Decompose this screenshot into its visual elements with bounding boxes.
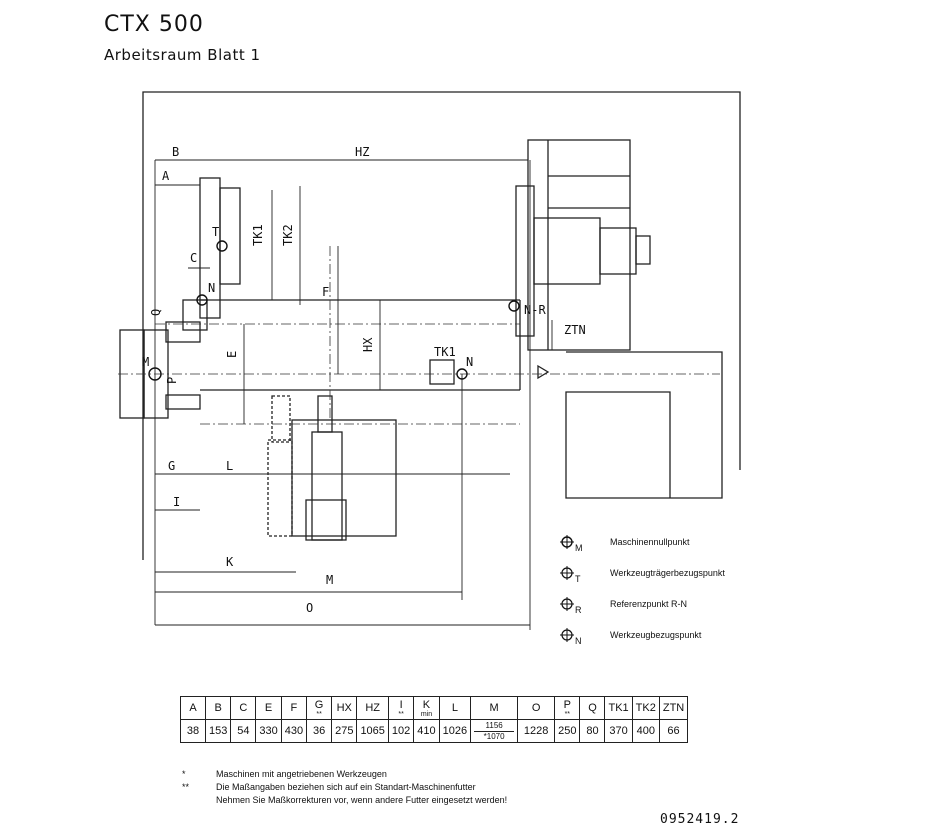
th-I: I** xyxy=(387,696,415,720)
th-HZ: HZ xyxy=(356,696,389,720)
td-G: 36 xyxy=(306,719,333,743)
tool-ref-symbol-left xyxy=(196,294,208,306)
th-L: L xyxy=(438,696,472,720)
tailstock xyxy=(565,351,723,499)
legend-text: Werkzeugbezugspunkt xyxy=(610,630,702,640)
th-C: C xyxy=(230,696,257,720)
th-M: M xyxy=(470,696,519,720)
td-L: 1026 xyxy=(438,719,472,743)
dim-label-ZTN: ZTN xyxy=(564,323,586,337)
reference-symbols xyxy=(148,240,520,381)
td-HZ: 1065 xyxy=(356,719,389,743)
footnote: *Maschinen mit angetriebenen Werkzeugen xyxy=(182,769,387,779)
dim-label-TK2: TK2 xyxy=(281,224,295,246)
th-F: F xyxy=(280,696,308,720)
th-O: O xyxy=(517,696,556,720)
td-A: 38 xyxy=(180,719,206,743)
point-label-N-left: N xyxy=(208,281,215,295)
td-O: 1228 xyxy=(517,719,556,743)
svg-text:N: N xyxy=(575,636,582,646)
td-M: 1156*1070 xyxy=(470,719,519,743)
td-Q: 80 xyxy=(579,719,606,743)
footnotes: *Maschinen mit angetriebenen Werkzeugen … xyxy=(182,768,507,807)
dim-label-N-R: N-R xyxy=(524,303,546,317)
dim-label-O: O xyxy=(306,601,313,615)
turret-housing xyxy=(527,139,631,351)
th-B: B xyxy=(204,696,232,720)
td-I: 102 xyxy=(387,719,415,743)
th-G: G** xyxy=(306,696,333,720)
legend-item-machine-zero: M Maschinennullpunkt xyxy=(560,535,690,553)
dim-label-L: L xyxy=(226,459,233,473)
th-TK1: TK1 xyxy=(604,696,633,720)
legend-item-tool-carrier: T Werkzeugträgerbezugspunkt xyxy=(560,566,725,584)
footnote: Nehmen Sie Maßkorrekturen vor, wenn ande… xyxy=(216,795,508,805)
svg-text:T: T xyxy=(575,574,581,584)
svg-text:M: M xyxy=(575,543,583,553)
th-ZTN: ZTN xyxy=(658,696,689,720)
legend-item-reference: R Referenzpunkt R-N xyxy=(560,597,687,615)
th-Q: Q xyxy=(579,696,606,720)
frame-outline xyxy=(142,91,741,560)
point-label-M: M xyxy=(142,355,149,369)
td-B: 153 xyxy=(204,719,232,743)
footnote: **Die Maßangaben beziehen sich auf ein S… xyxy=(182,782,476,792)
tool-ref-symbol-tk1 xyxy=(456,368,468,380)
page-title: CTX 500 xyxy=(104,12,204,37)
td-ZTN: 66 xyxy=(658,719,689,743)
dim-label-M: M xyxy=(326,573,333,587)
th-A: A xyxy=(180,696,206,720)
point-label-T: T xyxy=(212,225,219,239)
td-C: 54 xyxy=(230,719,257,743)
th-P: P** xyxy=(554,696,581,720)
td-HX: 275 xyxy=(331,719,358,743)
dim-label-P: P xyxy=(165,377,179,384)
td-F: 430 xyxy=(280,719,308,743)
legend-text: Referenzpunkt R-N xyxy=(610,599,687,609)
td-TK2: 400 xyxy=(631,719,660,743)
dim-label-A: A xyxy=(162,169,170,183)
dim-label-TK1-tool: TK1 xyxy=(434,345,456,359)
machine-zero-symbol xyxy=(148,367,162,381)
legend: M Maschinennullpunkt T Werkzeugträgerbez… xyxy=(560,535,725,646)
th-TK2: TK2 xyxy=(631,696,660,720)
workspace-drawing: B HZ A C TK1 TK2 F HX E Q P G L I K M O … xyxy=(118,91,741,646)
document-number: 0952419.2 xyxy=(660,812,740,827)
td-P: 250 xyxy=(554,719,581,743)
dim-label-I: I xyxy=(173,495,180,509)
dim-label-B: B xyxy=(172,145,179,159)
point-label-N-tool: N xyxy=(466,355,473,369)
dim-label-K: K xyxy=(226,555,234,569)
table-value-row: 38 153 54 330 430 36 275 1065 102 410 10… xyxy=(180,719,689,743)
dim-label-HX: HX xyxy=(361,337,375,352)
dim-label-E: E xyxy=(225,351,239,358)
page-subtitle: Arbeitsraum Blatt 1 xyxy=(104,46,261,64)
legend-item-tool-ref: N Werkzeugbezugspunkt xyxy=(560,628,702,646)
td-E: 330 xyxy=(255,719,282,743)
td-TK1: 370 xyxy=(604,719,633,743)
dim-label-Q: Q xyxy=(149,309,163,316)
svg-text:R: R xyxy=(575,605,582,615)
legend-text: Werkzeugträgerbezugspunkt xyxy=(610,568,725,578)
driven-tool-unit xyxy=(291,419,397,537)
td-K: 410 xyxy=(413,719,440,743)
legend-text: Maschinennullpunkt xyxy=(610,537,690,547)
dim-label-G: G xyxy=(168,459,175,473)
dim-label-HZ: HZ xyxy=(355,145,369,159)
dim-label-C: C xyxy=(190,251,197,265)
dim-label-TK1: TK1 xyxy=(251,224,265,246)
th-E: E xyxy=(255,696,282,720)
th-HX: HX xyxy=(331,696,358,720)
tool-carrier-ref-symbol xyxy=(216,240,228,252)
ref-point-symbol xyxy=(508,300,520,312)
dim-label-F: F xyxy=(322,285,329,299)
